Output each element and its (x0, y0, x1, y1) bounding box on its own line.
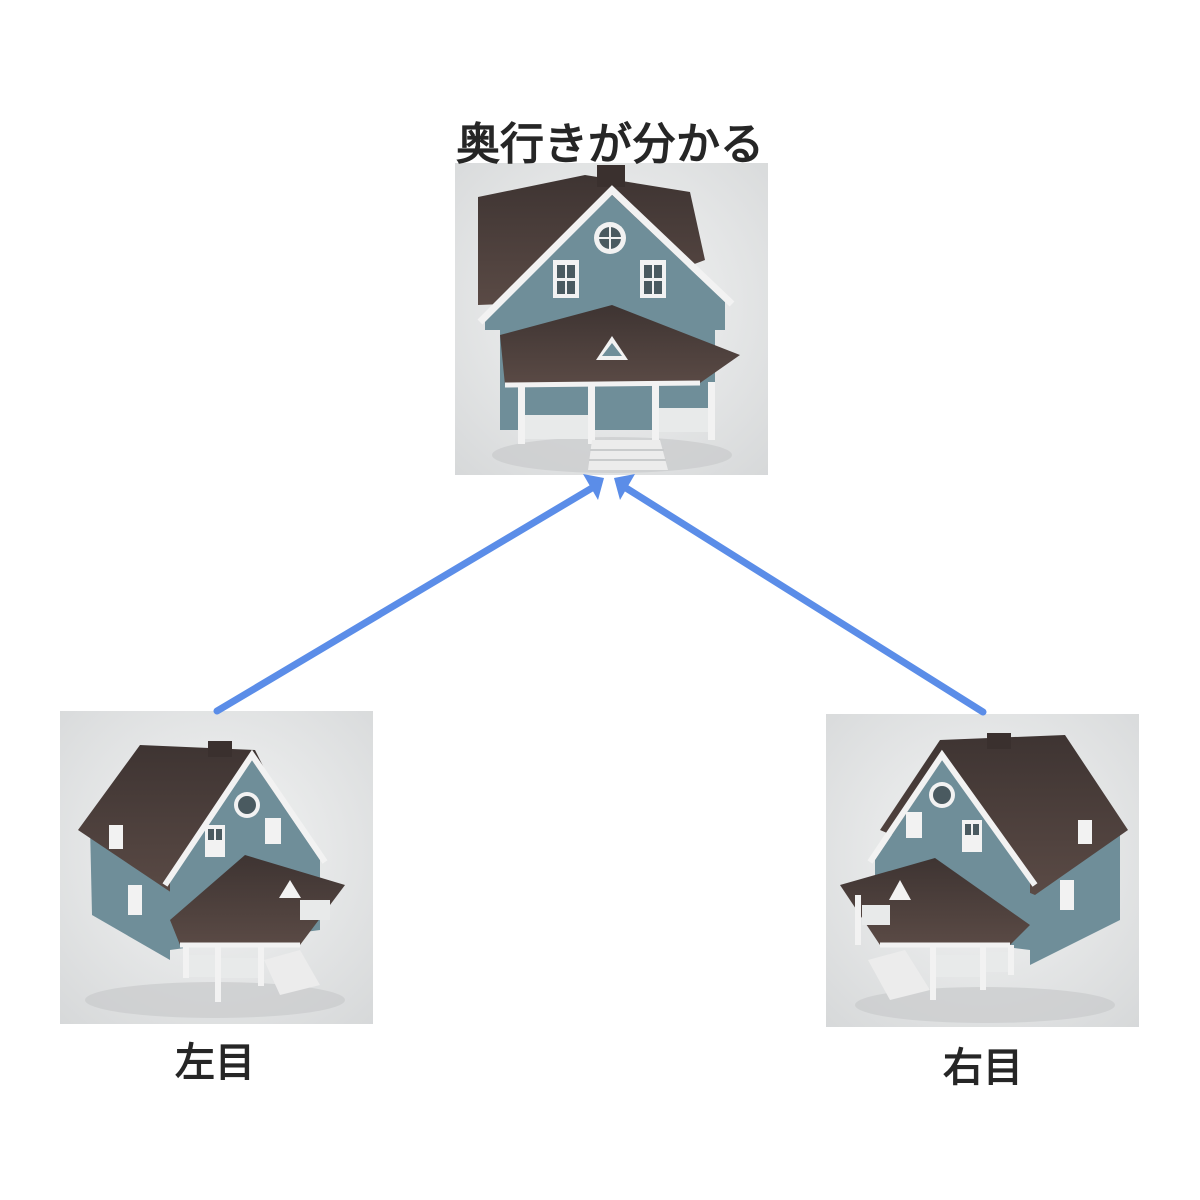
right-eye-label: 右目 (943, 1045, 1023, 1091)
depth-label: 奥行きが分かる (456, 119, 764, 170)
left-eye-label: 左目 (175, 1040, 255, 1086)
arrowhead-right-icon (614, 474, 635, 500)
arrow-left-to-top (213, 474, 604, 715)
house-image-right (826, 714, 1139, 1027)
arrowhead-left-icon (583, 474, 604, 500)
arrow-right-to-top (614, 474, 987, 716)
house-image-left (60, 711, 373, 1024)
house-image-top (455, 163, 768, 475)
